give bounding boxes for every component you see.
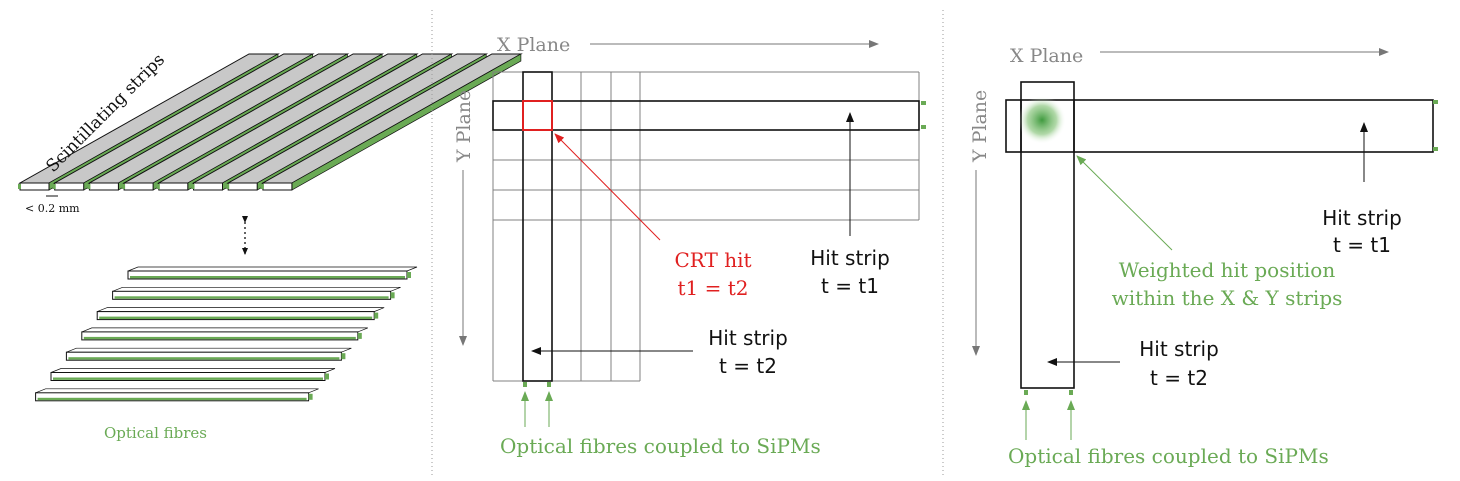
weighted-label-2: within the X & Y strips	[1112, 286, 1343, 310]
sipm-cap	[921, 101, 926, 105]
crt-hit-arrow	[554, 133, 661, 241]
sipm-cap	[1433, 100, 1438, 104]
fibre-core	[37, 397, 307, 401]
crt-hit-label-2: t1 = t2	[678, 276, 749, 300]
sipm-cap	[341, 353, 346, 360]
right-x-plane-label: X Plane	[1010, 45, 1083, 67]
strip-front-face	[262, 182, 293, 191]
fibre-core	[68, 357, 340, 360]
fibre-core	[130, 276, 405, 279]
sipm-cap	[226, 184, 230, 189]
sipm-cap	[52, 184, 56, 189]
sipm-cap	[325, 373, 329, 380]
crt-hit-label-1: CRT hit	[674, 248, 751, 272]
fibre-core	[53, 377, 323, 380]
strip-front-face	[123, 182, 154, 191]
strip-front-face	[88, 182, 119, 191]
fibre-top-face	[97, 307, 385, 312]
sipm-cap	[1069, 390, 1073, 395]
middle-hit-strip-y-label-2: t = t2	[719, 354, 777, 378]
fibre-core	[114, 296, 389, 299]
middle-hit-strip-x-label-2: t = t1	[821, 274, 879, 298]
right-hit-strip-y-label-1: Hit strip	[1139, 337, 1219, 361]
weighted-label-1: Weighted hit position	[1119, 258, 1336, 282]
strip-front-face	[193, 182, 223, 191]
sipm-cap	[390, 292, 395, 299]
fibre-top-face	[66, 347, 352, 353]
weighted-hit-glow	[1018, 96, 1066, 144]
sipm-cap	[156, 184, 160, 189]
panel-left-isometric-strips: Scintillating strips < 0.2 mm Optical fi…	[18, 50, 523, 442]
middle-hit-strip-x-label-1: Hit strip	[810, 246, 890, 270]
middle-fibres-label: Optical fibres coupled to SiPMs	[500, 434, 821, 458]
fibre-top-face	[35, 388, 319, 394]
sipm-cap	[357, 332, 362, 339]
strip-front-face	[19, 182, 50, 191]
sipm-cap	[523, 382, 527, 387]
panel-middle-grid: X Plane Y Plane CRT hit t1 = t2 Hit stri…	[453, 34, 926, 458]
fibre-top-face	[127, 266, 418, 272]
middle-x-plane-label: X Plane	[497, 34, 570, 56]
sipm-cap	[87, 184, 91, 189]
strip-grid	[492, 71, 920, 382]
sipm-cap	[407, 272, 411, 278]
fibre-core	[99, 316, 373, 319]
strip-front-face	[227, 182, 258, 191]
right-y-plane-label: Y Plane	[969, 90, 991, 163]
right-hit-strip-x-label-2: t = t1	[1333, 233, 1391, 257]
sipm-cap	[308, 393, 313, 400]
sipm-cap	[374, 312, 379, 319]
sipm-cap	[1433, 147, 1438, 151]
gap-label: < 0.2 mm	[25, 202, 80, 215]
middle-hit-strip-y-label-1: Hit strip	[708, 326, 788, 350]
sipm-cap	[1024, 390, 1028, 395]
middle-hit-strip-y	[522, 71, 553, 382]
middle-y-plane-label: Y Plane	[453, 90, 475, 163]
left-fibres-label: Optical fibres	[104, 424, 207, 442]
sipm-cap	[260, 184, 264, 189]
fibre-top-face	[112, 286, 401, 292]
strip-front-face	[158, 182, 189, 191]
fibre-top-face	[50, 368, 336, 373]
scintillating-strips	[18, 53, 523, 191]
fibre-top-face	[81, 327, 368, 333]
crt-hit-cell	[522, 100, 553, 131]
right-hit-strip-y-label-2: t = t2	[1150, 366, 1208, 390]
right-fibres-label: Optical fibres coupled to SiPMs	[1008, 444, 1329, 468]
sipm-cap	[921, 125, 926, 129]
middle-hit-strip-x	[492, 100, 920, 131]
optical-fibre-stack	[35, 266, 418, 402]
sipm-cap	[191, 184, 195, 189]
sipm-cap	[18, 184, 21, 189]
sipm-cap	[547, 382, 551, 387]
strip-front-face	[54, 182, 85, 191]
right-hit-strip-x-label-1: Hit strip	[1322, 206, 1402, 230]
sipm-cap	[122, 184, 126, 189]
panel-right-weighted: X Plane Y Plane Hit strip t = t1 Weighte…	[969, 45, 1438, 468]
fibre-core	[83, 336, 356, 340]
weighted-arrow	[1076, 155, 1173, 251]
